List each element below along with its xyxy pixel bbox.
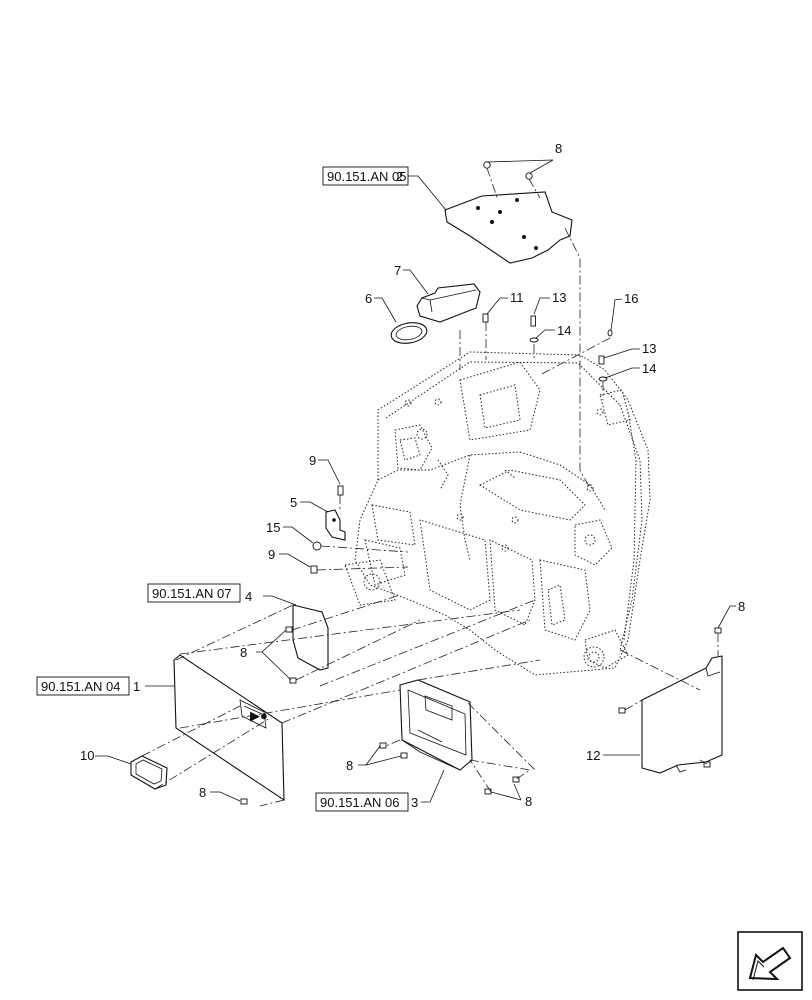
callout-8: 8	[738, 599, 745, 614]
callout-2: 2	[396, 169, 403, 184]
part-3-box	[399, 679, 473, 771]
leader-lines	[95, 159, 736, 803]
bolt-13a	[530, 315, 536, 327]
callout-11: 11	[510, 290, 524, 305]
reference-boxes: 90.151.AN 05 90.151.AN 07 90.151.AN 04 9…	[36, 166, 409, 812]
callout-14: 14	[642, 361, 656, 376]
callout-8: 8	[199, 785, 206, 800]
bolt-9b	[310, 565, 318, 574]
bolt-8-box-d	[484, 788, 492, 795]
part-7-box	[416, 283, 481, 323]
callout-7: 7	[394, 263, 401, 278]
callout-13: 13	[642, 341, 656, 356]
bolt-9a	[337, 485, 344, 496]
part-2-plate	[444, 191, 573, 264]
callout-labels: 2 8 7 6 11 13 14 16 13 14 9 5 15 9 4 8 1…	[80, 141, 745, 810]
main-frame	[344, 351, 651, 676]
callout-9: 9	[268, 547, 275, 562]
ref-box-06[interactable]: 90.151.AN 06	[315, 792, 409, 812]
ref-label-04: 90.151.AN 04	[41, 679, 121, 694]
callout-8: 8	[346, 758, 353, 773]
ref-label-05: 90.151.AN 05	[327, 169, 407, 184]
callout-10: 10	[80, 748, 94, 763]
bolt-8-right-c	[703, 761, 711, 768]
callout-14: 14	[557, 323, 571, 338]
part-6-seal	[390, 322, 428, 344]
ref-label-06: 90.151.AN 06	[320, 795, 400, 810]
bolt-8-top-b	[525, 172, 533, 180]
bolt-8-box-a	[379, 742, 387, 749]
bolt-13b	[598, 355, 605, 365]
bolt-8-box-c	[512, 776, 520, 783]
bolt-8-right-b	[618, 707, 626, 714]
ref-box-07[interactable]: 90.151.AN 07	[147, 583, 241, 603]
fasteners	[240, 161, 722, 805]
arrow-icon[interactable]	[737, 931, 803, 991]
callout-6: 6	[365, 291, 372, 306]
callout-9: 9	[309, 453, 316, 468]
bolt-8-top-a	[483, 161, 491, 169]
ref-label-07: 90.151.AN 07	[152, 586, 232, 601]
callout-4: 4	[245, 589, 252, 604]
callout-12: 12	[586, 748, 600, 763]
callout-15: 15	[266, 520, 280, 535]
bolt-11	[482, 313, 489, 323]
pin-16	[607, 329, 613, 337]
part-1-cover: ▶●	[173, 654, 285, 802]
callout-8: 8	[525, 794, 532, 809]
bolt-8-cover	[240, 798, 248, 805]
callout-5: 5	[290, 495, 297, 510]
washer-14a	[529, 337, 539, 343]
bolt-8-right-a	[714, 627, 722, 634]
ref-box-04[interactable]: 90.151.AN 04	[36, 676, 130, 696]
svg-text:▶●: ▶●	[250, 708, 268, 723]
callout-8: 8	[555, 141, 562, 156]
assembly-lines	[141, 167, 719, 807]
part-12-panel	[641, 655, 723, 774]
callout-1: 1	[133, 679, 140, 694]
callout-13: 13	[552, 290, 566, 305]
bolt-8-panel4-a	[285, 626, 293, 633]
callout-16: 16	[624, 291, 638, 306]
nut-15	[312, 541, 322, 551]
bolt-8-panel4-b	[289, 677, 297, 684]
callout-3: 3	[411, 795, 418, 810]
part-10-seal	[130, 755, 168, 790]
part-5-bracket	[325, 509, 346, 541]
bolt-8-box-b	[400, 752, 408, 759]
callout-8: 8	[240, 645, 247, 660]
ref-box-05[interactable]: 90.151.AN 05	[322, 166, 409, 186]
